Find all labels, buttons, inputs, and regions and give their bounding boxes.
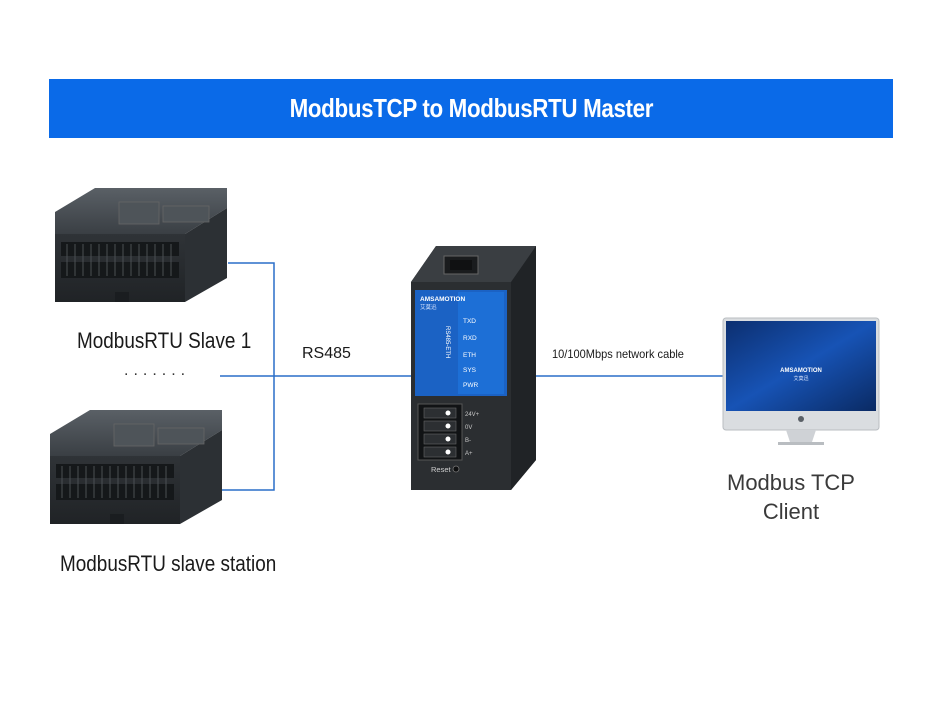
led-pwr: PWR <box>463 382 478 389</box>
terminal-a: A+ <box>465 451 473 457</box>
led-sys: SYS <box>463 367 477 374</box>
slave-station-label: ModbusRTU slave station <box>60 551 277 576</box>
client-label: Modbus TCP Client <box>701 468 881 526</box>
rs485-eth-converter: AMSAMOTION 艾莫迅 RS485-ETH TXD RXD ETH SYS… <box>411 246 536 490</box>
plc-slave-1 <box>55 188 227 302</box>
reset-button <box>452 465 460 473</box>
title-banner: ModbusTCP to ModbusRTU Master <box>49 79 893 138</box>
device-model: RS485-ETH <box>444 326 450 358</box>
led-eth: ETH <box>463 352 476 359</box>
status-leds: TXD RXD ETH SYS PWR <box>463 318 478 389</box>
terminal-b: B- <box>465 438 471 444</box>
led-txd: TXD <box>463 318 476 325</box>
monitor-brand-sub: 艾莫迅 <box>793 375 808 382</box>
connection-lines <box>220 262 724 491</box>
cable-label: 10/100Mbps network cable <box>552 347 684 361</box>
ellipsis-label: ....... <box>124 362 191 379</box>
led-rxd: RXD <box>463 335 477 342</box>
page-title: ModbusTCP to ModbusRTU Master <box>289 93 653 123</box>
apple-logo-icon <box>798 416 804 422</box>
rs485-label: RS485 <box>302 345 351 362</box>
device-brand: AMSAMOTION <box>420 296 465 303</box>
terminal-24v: 24V+ <box>465 412 480 418</box>
reset-label: Reset <box>431 465 452 474</box>
monitor-screen <box>726 321 876 411</box>
client-label-line2: Client <box>762 499 820 524</box>
monitor-client: AMSAMOTION 艾莫迅 <box>722 317 880 445</box>
plc-slave-station <box>50 410 222 524</box>
device-brand-sub: 艾莫迅 <box>420 303 437 311</box>
terminal-0v: 0V <box>465 425 472 431</box>
monitor-brand: AMSAMOTION <box>780 368 822 374</box>
terminal-labels: 24V+ 0V B- A+ <box>465 412 480 457</box>
client-label-line1: Modbus TCP <box>727 470 855 495</box>
slave-1-label: ModbusRTU Slave 1 <box>77 328 252 353</box>
